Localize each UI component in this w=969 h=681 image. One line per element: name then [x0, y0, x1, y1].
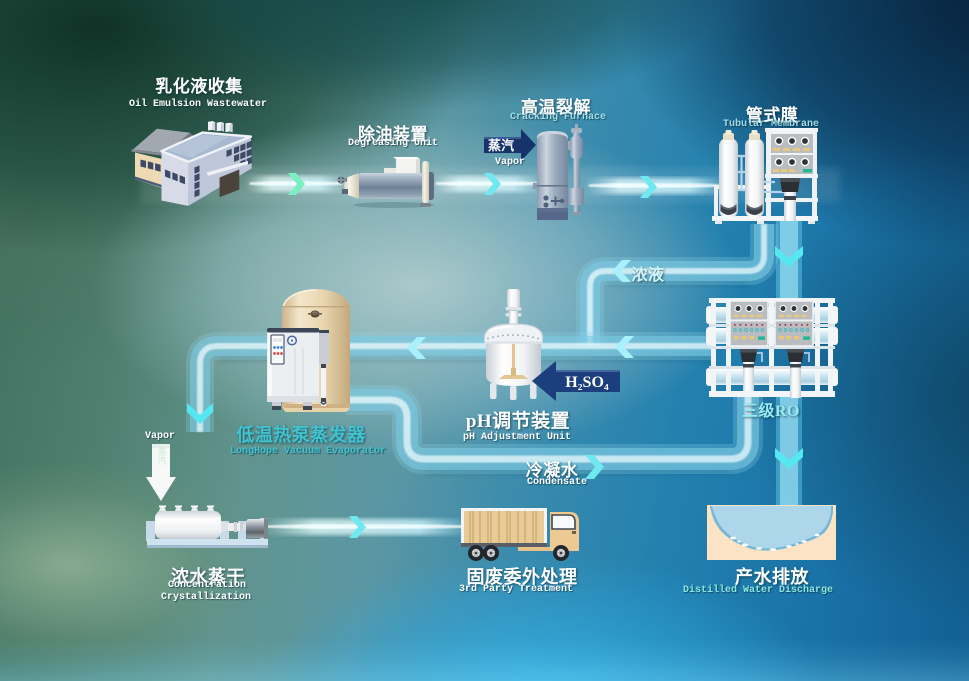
- label-condensate-zh: 冷凝水: [525, 461, 579, 480]
- label-ph-zh: pH调节装置: [465, 411, 571, 432]
- chevron-right-icon: [349, 516, 366, 538]
- truck-illustration: [461, 508, 579, 561]
- label-membrane-en: Tubular Membrane: [722, 119, 820, 130]
- chevron-right-icon: [640, 176, 657, 198]
- label-furnace-zh: 高温裂解: [521, 98, 591, 117]
- furnace-illustration: [533, 124, 584, 220]
- chevron-right-icon: [288, 173, 305, 195]
- label-basin-en: Distilled Water Discharge: [682, 585, 834, 596]
- chevron-left-icon: [407, 337, 426, 359]
- label-vapor-top: Vapor: [494, 157, 526, 168]
- vapor-down-arrow-label: 蒸汽: [157, 446, 167, 465]
- chevron-left-icon: [612, 260, 631, 282]
- crystallizer-illustration: [146, 505, 268, 548]
- vapor-down-arrow: 蒸汽: [146, 444, 176, 501]
- label-concentrate: 浓液: [631, 267, 665, 284]
- label-evaporator-en: LongHope Vacuum Evaporator: [229, 446, 387, 457]
- degreaser-illustration: [337, 157, 434, 208]
- steam-arrow: 蒸汽: [484, 129, 536, 161]
- label-vapor-left: Vapor: [144, 431, 176, 442]
- membrane-illustration: [712, 128, 818, 224]
- label-factory-zh: 乳化液收集: [155, 77, 243, 96]
- label-degreaser-en: Degreasing Unit: [347, 138, 439, 149]
- evaporator-illustration: [267, 289, 350, 412]
- label-crystallizer-en1: Concentration: [167, 580, 247, 591]
- chevron-down-icon: [775, 448, 803, 469]
- ro-illustration: [706, 298, 838, 398]
- label-truck-en: 3rd Party Treatment: [458, 584, 574, 595]
- h2so4-arrow-label: H₂SO₄: [565, 374, 609, 391]
- h2so4-arrow: H₂SO₄: [532, 361, 620, 401]
- chevron-down-icon: [187, 403, 213, 424]
- ph-reactor-illustration: [483, 289, 544, 400]
- label-truck-zh: 固废委外处理: [466, 567, 578, 587]
- chevron-right-icon: [484, 173, 501, 195]
- flow-chevrons: [187, 173, 803, 538]
- chevron-left-icon: [615, 336, 634, 358]
- factory-illustration: [131, 121, 253, 206]
- label-ph-en: pH Adjustment Unit: [462, 432, 572, 443]
- label-degreaser-zh: 除油装置: [358, 125, 428, 144]
- label-evaporator-zh: 低温热泵蒸发器: [236, 425, 366, 445]
- label-membrane-zh: 管式膜: [745, 106, 799, 125]
- label-furnace-en: Cracking Furnace: [509, 112, 607, 123]
- chevron-right-icon: [585, 455, 604, 479]
- chevron-down-icon: [775, 246, 803, 267]
- label-factory-en: Oil Emulsion Wastewater: [128, 99, 268, 110]
- label-ro-zh: 三级RO: [741, 403, 801, 420]
- label-basin-zh: 产水排放: [735, 567, 809, 587]
- basin-illustration: [707, 505, 836, 560]
- label-crystallizer-en2: Crystallization: [160, 592, 252, 603]
- steam-arrow-label: 蒸汽: [488, 138, 514, 153]
- label-condensate-en: Condensate: [526, 477, 588, 488]
- label-crystallizer-zh: 浓水蒸干: [171, 567, 245, 587]
